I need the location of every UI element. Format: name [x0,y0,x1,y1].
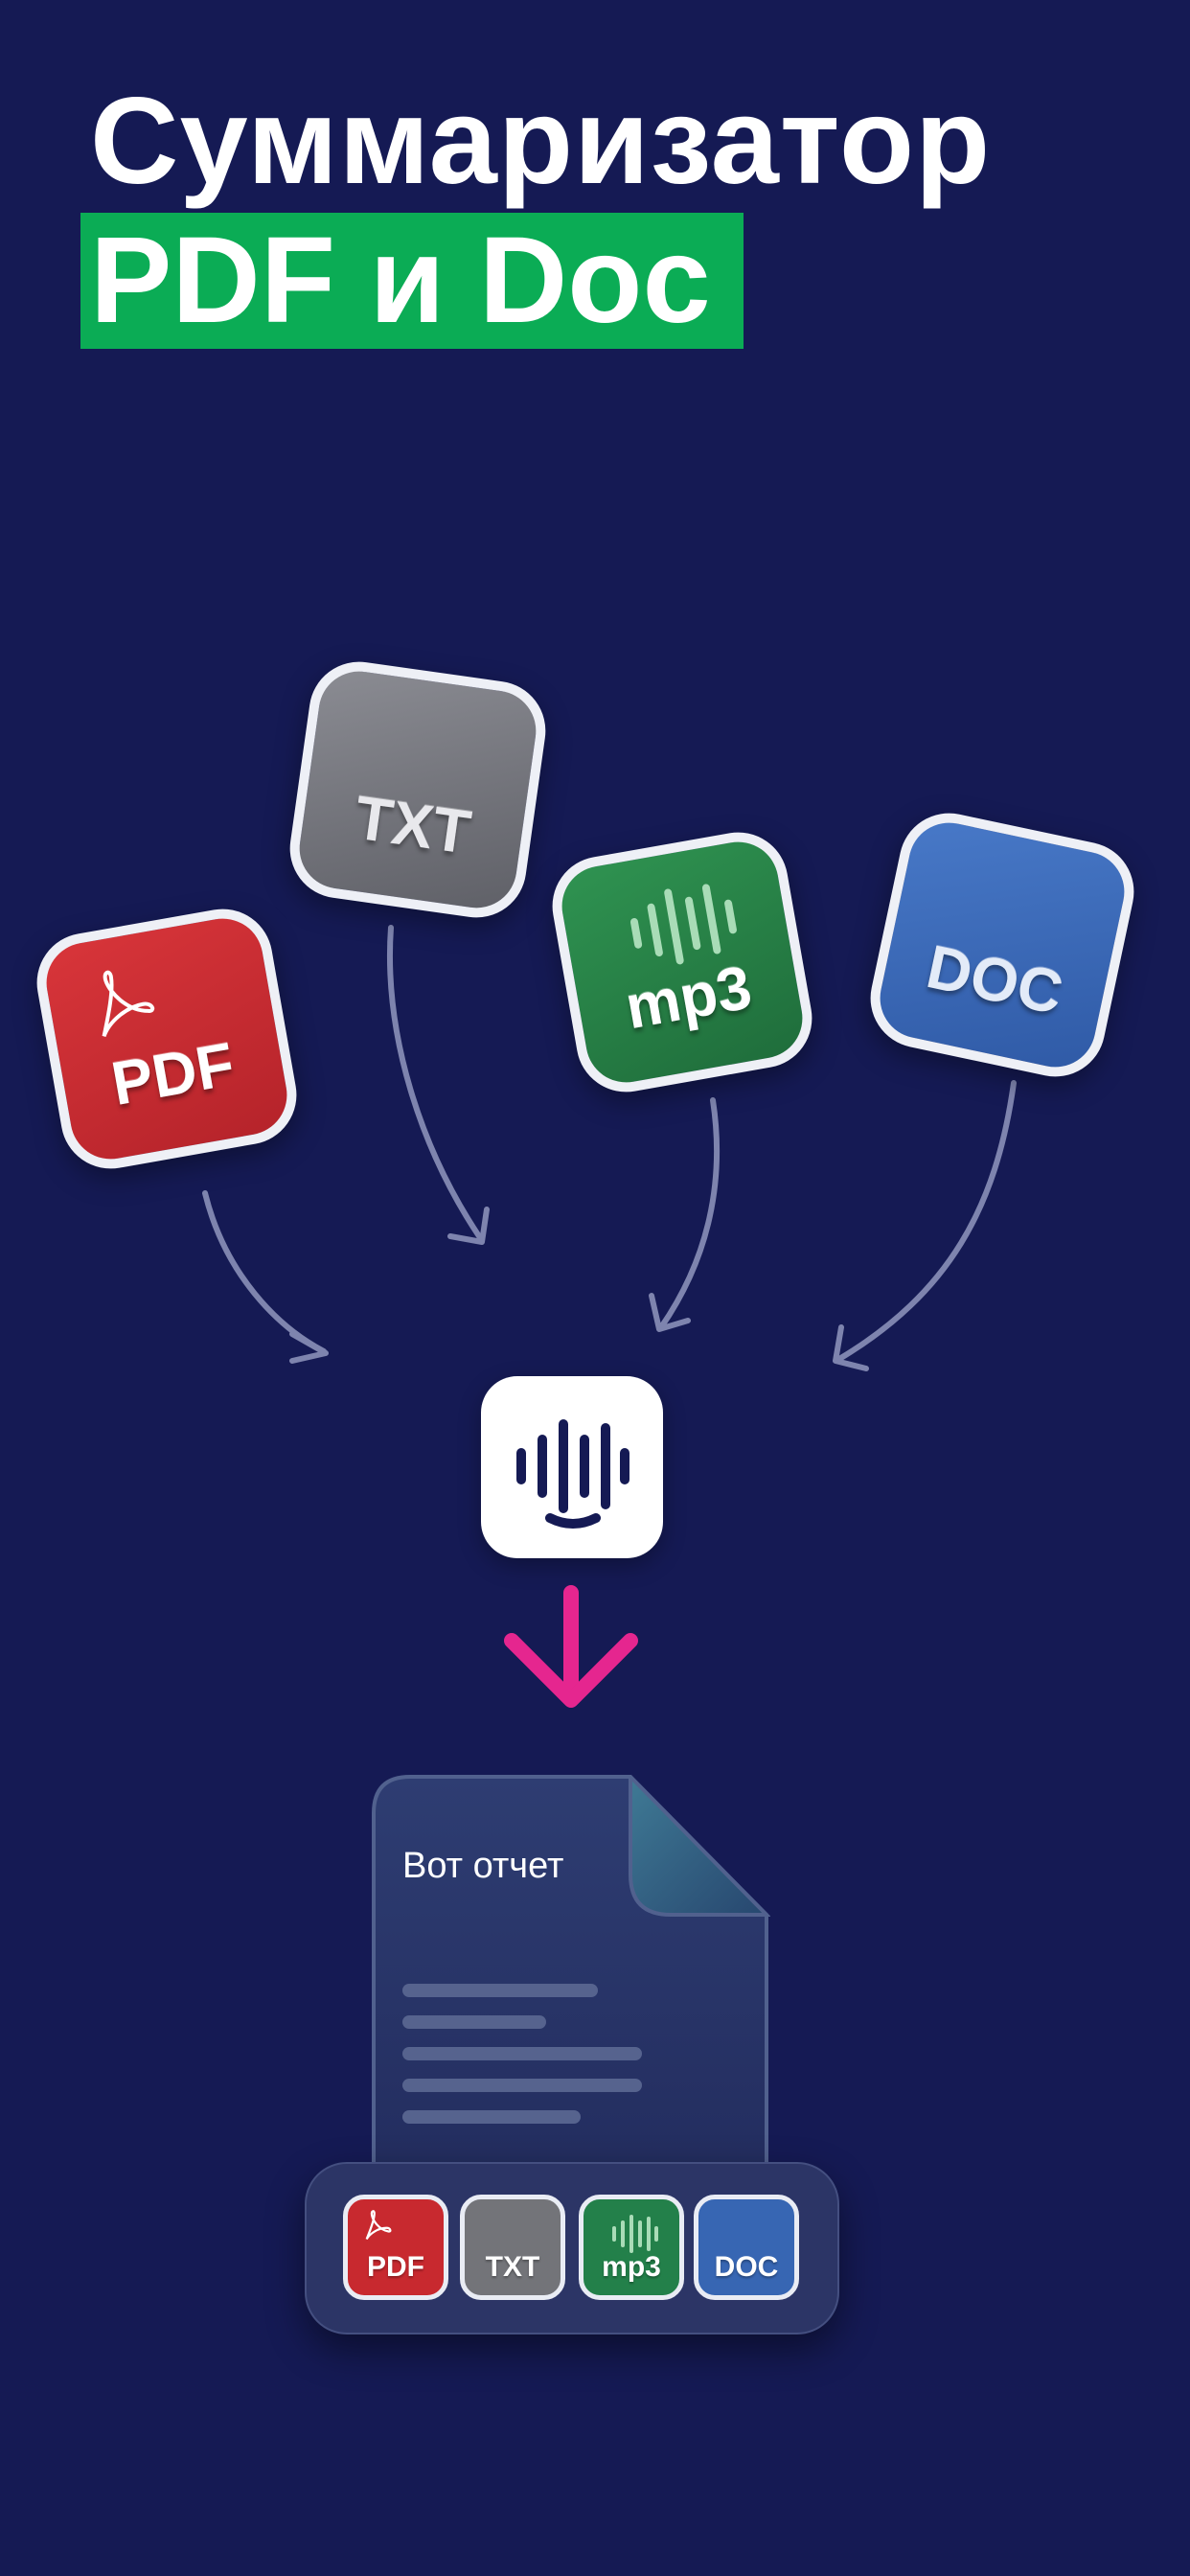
txt-file-icon: TXT [283,655,553,925]
document-title: Вот отчет [402,1846,564,1886]
tray-pdf-icon: PDF [343,2195,448,2300]
acrobat-icon [365,2210,392,2241]
doc-file-icon: DOC [860,803,1144,1087]
pdf-file-icon: PDF [29,901,305,1177]
tray-mp3-icon: mp3 [579,2195,684,2300]
arrow-from-pdf [202,1190,327,1354]
report-document [372,1775,770,2177]
arrow-from-doc [836,1080,1017,1362]
arrowhead-doc [833,1324,869,1371]
tray-txt-label: TXT [485,2251,540,2283]
sound-wave-icon [612,2215,658,2253]
arrowhead-mp3 [649,1293,691,1332]
arrow-from-txt [387,925,482,1239]
text-line [402,1984,598,1997]
text-line [402,2015,546,2029]
tray-doc-icon: DOC [694,2195,799,2300]
sound-wave-icon [629,884,737,965]
text-line [402,2079,642,2092]
arrowhead-txt [447,1207,490,1245]
tray-mp3-label: mp3 [602,2251,661,2283]
mp3-file-icon: mp3 [544,824,820,1100]
doc-label: DOC [921,932,1069,1028]
page-title: Суммаризатор [90,73,992,210]
txt-label: TXT [350,782,475,867]
title-highlight [80,213,744,349]
app-logo-icon [481,1376,663,1558]
down-arrow-icon [504,1585,638,1708]
acrobat-icon [102,970,155,1038]
arrowhead-pdf [289,1331,329,1364]
text-line [402,2110,581,2124]
sound-wave-smile-icon [516,1419,629,1529]
tray-doc-label: DOC [714,2251,779,2283]
page-subtitle: PDF и Doc [90,212,711,349]
arrow-from-mp3 [658,1097,721,1330]
tray-txt-icon: TXT [460,2195,565,2300]
tray-pdf-label: PDF [367,2251,424,2283]
text-line [402,2047,642,2060]
document-text-lines [402,1984,642,2142]
